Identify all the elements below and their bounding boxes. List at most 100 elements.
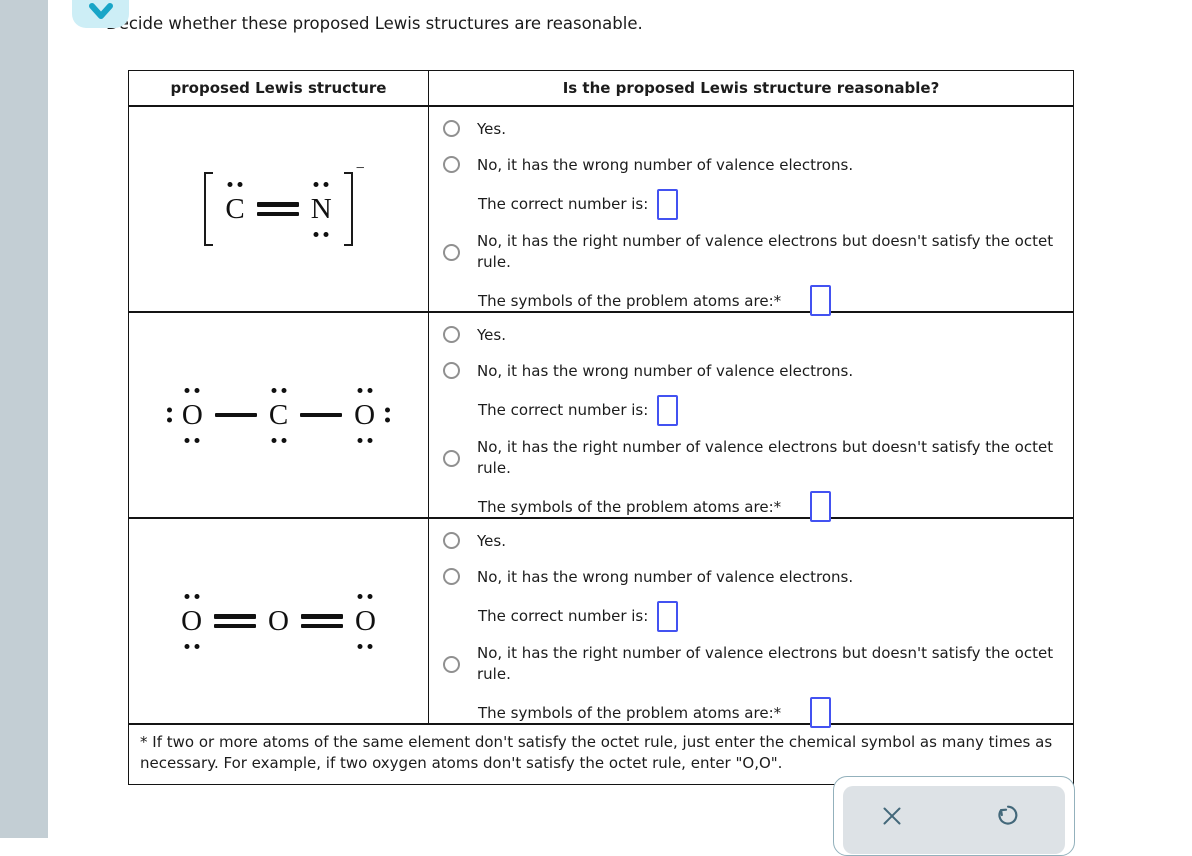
answer-options-cell: Yes. No, it has the wrong number of vale… (429, 107, 1073, 316)
bond-line (300, 613, 343, 619)
correct-number-input[interactable] (657, 394, 679, 426)
atom-N: N (308, 181, 335, 237)
lewis-structure-bracketed-CN-anion: C N − (204, 160, 365, 246)
correct-number-input[interactable] (657, 600, 679, 632)
correct-number-input[interactable] (657, 188, 679, 220)
electron-dot (184, 387, 190, 393)
problem-atoms-label: The symbols of the problem atoms are:* (478, 703, 782, 722)
electron-dot (385, 407, 391, 413)
correct-number-line: The correct number is: (478, 188, 1059, 220)
lewis-structure-cell: C N − (129, 107, 429, 311)
correct-number-line: The correct number is: (478, 394, 1059, 426)
option-octet-label: No, it has the right number of valence e… (477, 643, 1054, 684)
electron-dot (323, 231, 329, 237)
problem-atoms-line: The symbols of the problem atoms are:* (478, 697, 1059, 728)
problem-atoms-label: The symbols of the problem atoms are:* (478, 497, 782, 516)
option-wrong-valence: No, it has the wrong number of valence e… (443, 567, 1059, 589)
electron-dot (313, 181, 319, 187)
option-wrong-valence-label: No, it has the wrong number of valence e… (477, 567, 854, 586)
electron-dot (271, 437, 276, 443)
atom-O: O (178, 593, 205, 649)
electron-dot (367, 387, 373, 393)
collapse-button[interactable] (72, 0, 129, 28)
electron-dot (271, 387, 276, 393)
table-row: C N − Yes. No, it has the wrong number of … (129, 107, 1073, 316)
radio-yes[interactable] (443, 532, 460, 549)
atom-O: O (352, 593, 379, 649)
bond-line (256, 211, 299, 217)
electron-dot (323, 181, 329, 187)
bond-line (256, 201, 299, 207)
option-octet-label: No, it has the right number of valence e… (477, 231, 1054, 272)
radio-wrong-valence[interactable] (443, 567, 460, 585)
electron-dot (194, 437, 200, 443)
electron-dot (166, 417, 172, 423)
single-bond (214, 407, 257, 423)
radio-yes[interactable] (443, 120, 460, 137)
electron-dot (281, 387, 286, 393)
radio-wrong-valence[interactable] (443, 155, 460, 173)
undo-icon (998, 805, 1018, 825)
option-yes-label: Yes. (477, 326, 506, 344)
electron-dot (194, 643, 200, 649)
atom-C: C (222, 181, 247, 224)
lone-pair-top (227, 181, 243, 187)
atom-O: O (351, 387, 391, 443)
radio-wrong-valence[interactable] (443, 361, 460, 379)
lone-pair-top (313, 181, 329, 187)
problem-atoms-input[interactable] (810, 697, 832, 728)
problem-atoms-label: The symbols of the problem atoms are:* (478, 291, 782, 310)
footnote: * If two or more atoms of the same eleme… (140, 733, 1053, 773)
lone-pair-top (271, 387, 286, 393)
correct-number-line: The correct number is: (478, 600, 1059, 632)
radio-octet[interactable] (443, 449, 460, 467)
lone-pair-top (184, 593, 200, 599)
option-yes: Yes. (443, 119, 1059, 141)
clear-answer-button[interactable] (877, 801, 907, 831)
electron-dot (184, 437, 190, 443)
correct-number-label: The correct number is: (478, 401, 649, 419)
radio-yes[interactable] (443, 326, 460, 343)
bond-line (300, 412, 343, 418)
answer-options-cell: Yes. No, it has the wrong number of vale… (429, 313, 1073, 522)
lone-pair-bottom (357, 643, 373, 649)
charge-label: − (355, 160, 365, 177)
correct-number-label: The correct number is: (478, 607, 649, 625)
undo-button[interactable] (993, 800, 1023, 830)
problem-atoms-input[interactable] (810, 491, 832, 522)
option-yes-label: Yes. (477, 532, 506, 550)
header-proposed-structure: proposed Lewis structure (129, 71, 429, 105)
bond-line (214, 613, 257, 619)
option-wrong-valence-label: No, it has the wrong number of valence e… (477, 361, 854, 380)
option-wrong-valence: No, it has the wrong number of valence e… (443, 361, 1059, 383)
single-bond (300, 407, 343, 423)
answer-options-cell: Yes. No, it has the wrong number of vale… (429, 519, 1073, 728)
correct-number-label: The correct number is: (478, 195, 649, 213)
electron-dot (194, 593, 200, 599)
option-octet: No, it has the right number of valence e… (443, 643, 1059, 687)
lone-pair-bottom (184, 437, 200, 443)
bond-line (300, 623, 343, 629)
bond-line (214, 412, 257, 418)
lone-pair-top (357, 593, 373, 599)
bond-line (214, 623, 257, 629)
table-header-row: proposed Lewis structure Is the proposed… (129, 71, 1073, 107)
problem-atoms-line: The symbols of the problem atoms are:* (478, 285, 1059, 316)
page-title: Decide whether these proposed Lewis stru… (106, 14, 643, 33)
option-wrong-valence-label: No, it has the wrong number of valence e… (477, 155, 854, 174)
radio-octet[interactable] (443, 243, 460, 261)
electron-dot (184, 593, 190, 599)
chevron-down-icon (88, 3, 113, 19)
option-yes-label: Yes. (477, 120, 506, 138)
left-bracket (204, 172, 214, 246)
problem-atoms-input[interactable] (810, 285, 832, 316)
electron-dot (357, 437, 363, 443)
option-octet: No, it has the right number of valence e… (443, 437, 1059, 481)
option-octet: No, it has the right number of valence e… (443, 231, 1059, 275)
radio-octet[interactable] (443, 655, 460, 673)
option-octet-label: No, it has the right number of valence e… (477, 437, 1054, 478)
